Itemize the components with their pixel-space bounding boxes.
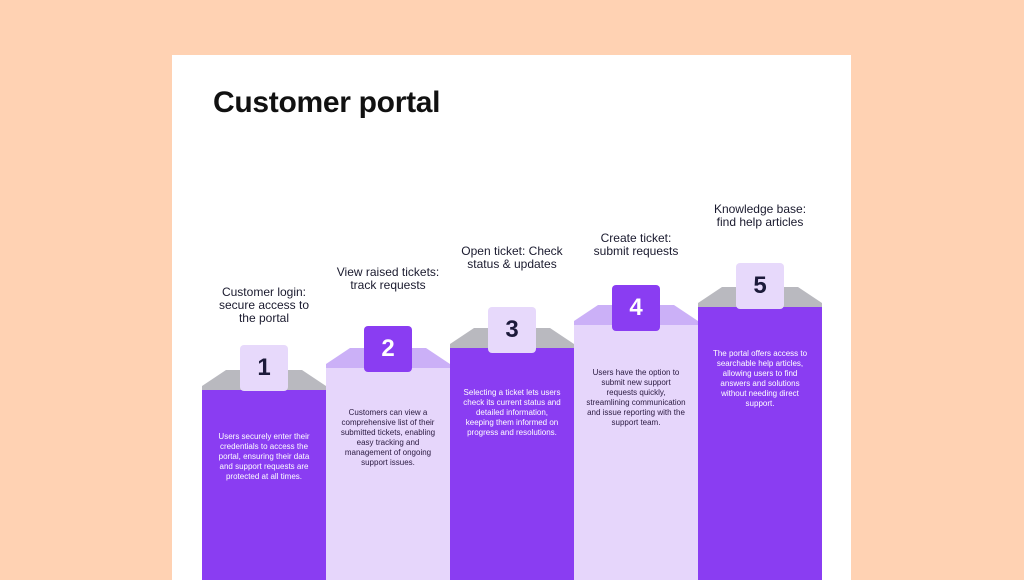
description-line: management of ongoing (344, 448, 432, 457)
heading-line: Customer login: (221, 285, 307, 299)
step-5-heading: Knowledge base:find help articles (698, 169, 822, 229)
step-4-body (574, 325, 698, 580)
description-line: The portal offers access to (712, 349, 808, 358)
heading-line: track requests (350, 278, 426, 292)
step-1-body (202, 390, 326, 580)
description-line: submitted tickets, enabling (340, 428, 436, 437)
step-4-number: 4 (612, 285, 660, 331)
page-title: Customer portal (213, 86, 441, 119)
step-2-number: 2 (364, 326, 412, 372)
description-line: detailed information, (475, 408, 549, 417)
description-line: support. (745, 399, 775, 408)
description-line: answers and solutions (720, 379, 800, 388)
description-line: Users have the option to (592, 368, 680, 377)
description-line: allowing users to find (722, 369, 798, 378)
heading-line: secure access to (218, 298, 310, 312)
heading-line: the portal (238, 311, 290, 325)
description-line: streamlining communication (586, 398, 686, 407)
description-line: and support requests are (219, 462, 309, 471)
heading-line: Open ticket: Check (461, 244, 563, 258)
description-line: check its current status and (463, 398, 561, 407)
heading-line: View raised tickets: (336, 265, 440, 279)
step-2-body (326, 368, 450, 580)
description-line: keeping them informed on (465, 418, 559, 427)
description-line: comprehensive list of their (341, 418, 435, 427)
description-line: easy tracking and (356, 438, 420, 447)
description-line: requests quickly, (606, 388, 666, 397)
heading-line: submit requests (593, 244, 679, 258)
description-line: searchable help articles, (716, 359, 804, 368)
description-line: progress and resolutions. (467, 428, 557, 437)
step-5-column (698, 287, 822, 580)
description-line: portal, ensuring their data (218, 452, 310, 461)
heading-line: find help articles (716, 215, 804, 229)
heading-line: Create ticket: (600, 231, 672, 245)
heading-line: Knowledge base: (713, 202, 807, 216)
description-line: Users securely enter their (218, 432, 310, 441)
step-3-number: 3 (488, 307, 536, 353)
step-4-column (574, 305, 698, 580)
description-line: and issue reporting with the (587, 408, 685, 417)
step-4-heading: Create ticket:submit requests (574, 198, 698, 258)
step-2-heading: View raised tickets:track requests (326, 232, 450, 292)
description-line: without needing direct (721, 389, 799, 398)
description-line: protected at all times. (225, 472, 303, 481)
step-5-body (698, 307, 822, 580)
description-line: Selecting a ticket lets users (463, 388, 561, 397)
step-1-column (202, 370, 326, 580)
step-1-number: 1 (240, 345, 288, 391)
step-5-number: 5 (736, 263, 784, 309)
description-line: Customers can view a (348, 408, 428, 417)
description-line: submit new support (601, 378, 671, 387)
heading-line: status & updates (467, 257, 557, 271)
description-line: support issues. (361, 458, 415, 467)
step-3-body (450, 348, 574, 580)
description-line: credentials to access the (219, 442, 309, 451)
description-line: support team. (611, 418, 661, 427)
step-3-column (450, 328, 574, 580)
